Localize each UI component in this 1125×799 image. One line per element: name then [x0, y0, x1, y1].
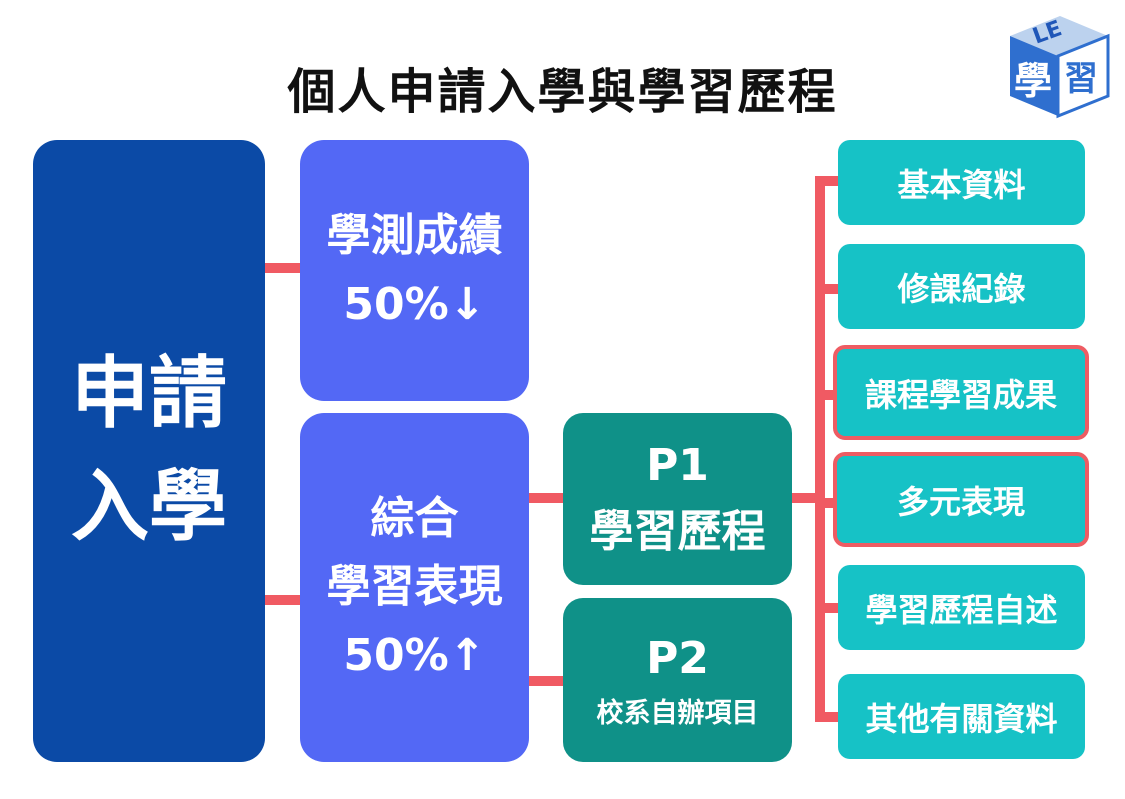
- item-other-data: 其他有關資料: [838, 674, 1085, 759]
- gsat-score-percent: 50%↓: [343, 278, 486, 330]
- connector-main-portfolio: [265, 595, 300, 605]
- connector-item-1: [815, 176, 839, 186]
- connector-item-5: [815, 603, 839, 613]
- item-course-records-label: 修課紀錄: [897, 269, 1026, 308]
- connector-main-score: [265, 263, 300, 273]
- portfolio-line-2: 學習表現: [326, 561, 503, 613]
- application-admission-box: 申請 入學: [33, 140, 265, 762]
- item-course-records: 修課紀錄: [838, 244, 1085, 329]
- item-course-learning-results-label: 課程學習成果: [864, 375, 1057, 414]
- page-title: 個人申請入學與學習歷程: [287, 64, 838, 120]
- portfolio-percent: 50%↑: [343, 629, 486, 681]
- logo-side-char: 習: [1064, 59, 1098, 99]
- connector-item-2: [815, 284, 839, 294]
- connector-item-3: [815, 390, 839, 400]
- p1-learning-portfolio-box: P1 學習歷程: [563, 413, 792, 585]
- main-line-1: 申請: [70, 348, 227, 439]
- p2-label: P2: [646, 632, 709, 684]
- item-diverse-performance: 多元表現: [833, 452, 1089, 547]
- p1-text: 學習歷程: [589, 506, 766, 557]
- main-line-2: 入學: [70, 462, 227, 552]
- item-course-learning-results: 課程學習成果: [833, 345, 1089, 440]
- logo-cube-icon: LE 學 習: [1010, 16, 1110, 119]
- gsat-score-label: 學測成績: [326, 210, 503, 262]
- p2-department-items-box: P2 校系自辦項目: [563, 598, 792, 762]
- p2-text: 校系自辦項目: [596, 698, 759, 730]
- item-diverse-performance-label: 多元表現: [896, 482, 1025, 521]
- gsat-score-box: 學測成績 50%↓: [300, 140, 529, 401]
- connector-item-4: [815, 498, 839, 508]
- item-self-statement-label: 學習歷程自述: [865, 590, 1058, 629]
- p1-label: P1: [646, 440, 709, 491]
- connector-item-6: [815, 712, 839, 722]
- item-basic-data-label: 基本資料: [897, 165, 1026, 204]
- item-other-data-label: 其他有關資料: [865, 699, 1058, 738]
- portfolio-line-1: 綜合: [370, 493, 459, 545]
- connector-vertical-spine: [815, 176, 825, 722]
- logo-main-char: 學: [1014, 59, 1052, 103]
- item-basic-data: 基本資料: [838, 140, 1085, 225]
- connector-p1-trunk: [792, 493, 822, 503]
- connector-portfolio-p1: [529, 493, 564, 503]
- item-self-statement: 學習歷程自述: [838, 565, 1085, 650]
- comprehensive-performance-box: 綜合 學習表現 50%↑: [300, 413, 529, 762]
- connector-portfolio-p2: [529, 676, 564, 686]
